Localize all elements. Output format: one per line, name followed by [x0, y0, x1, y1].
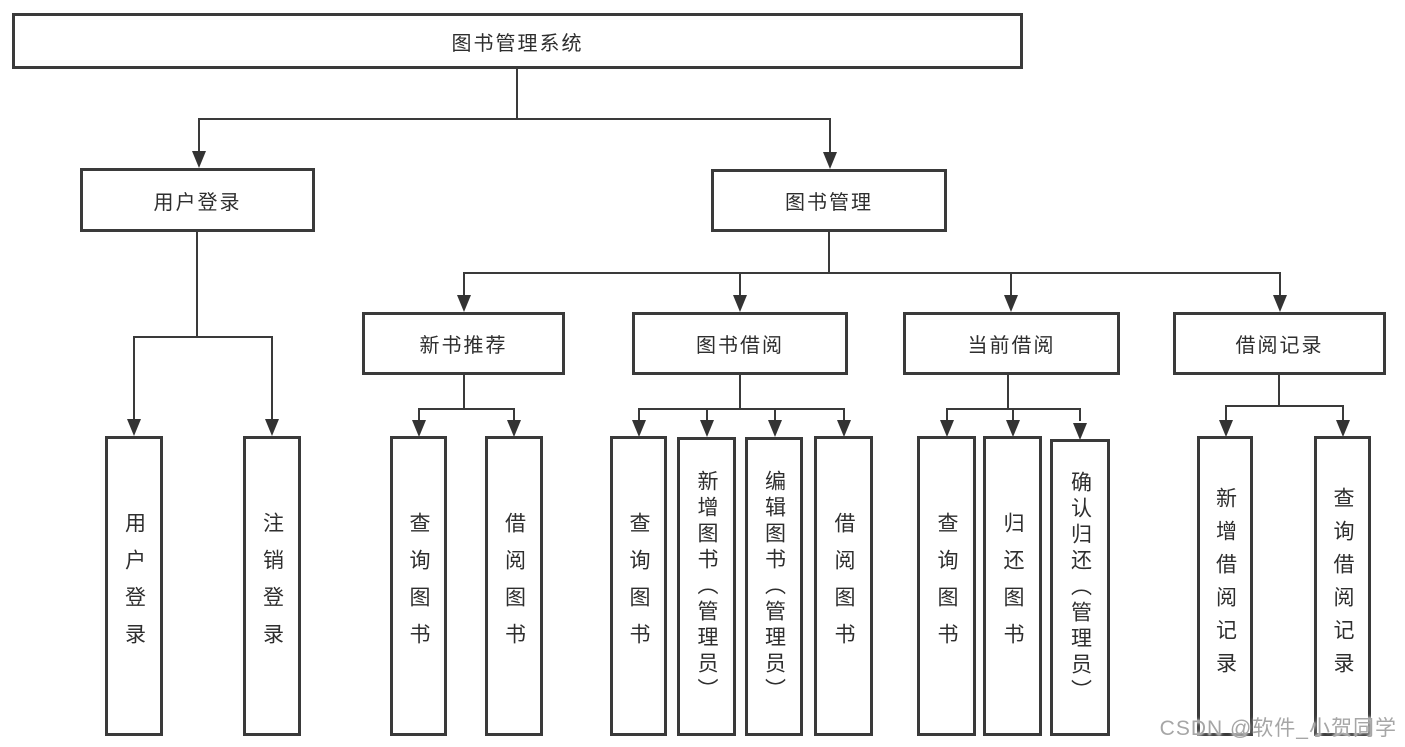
connector-line — [829, 118, 831, 154]
node-label: 查询借阅记录 — [1331, 487, 1354, 685]
node-borrowing-records: 借阅记录 — [1173, 312, 1386, 375]
connector-line — [774, 408, 776, 421]
node-user-login-leaf: 用户登录 — [105, 436, 163, 736]
node-book-borrowing: 图书借阅 — [632, 312, 848, 375]
connector-line — [418, 408, 420, 421]
arrow-down-icon — [457, 295, 471, 312]
node-label: 新增图书（管理员） — [695, 469, 718, 704]
arrow-down-icon — [1073, 423, 1087, 440]
arrow-down-icon — [940, 420, 954, 437]
node-add-book-admin: 新增图书（管理员） — [677, 437, 736, 736]
connector-line — [463, 375, 465, 408]
node-query-books-borrowing: 查询图书 — [610, 436, 667, 736]
arrow-down-icon — [127, 419, 141, 436]
node-label: 图书借阅 — [696, 335, 784, 357]
connector-line — [196, 232, 198, 336]
arrow-down-icon — [1273, 295, 1287, 312]
connector-line — [828, 232, 830, 272]
connector-line — [516, 69, 518, 118]
arrow-down-icon — [192, 151, 206, 168]
connector-line — [739, 375, 741, 408]
arrow-down-icon — [1004, 295, 1018, 312]
connector-line — [513, 408, 515, 421]
connector-line — [463, 272, 465, 296]
connector-line — [1342, 405, 1344, 421]
connector-line — [133, 336, 135, 420]
connector-line — [418, 408, 515, 410]
connector-line — [1079, 408, 1081, 421]
arrow-down-icon — [733, 295, 747, 312]
node-label: 新书推荐 — [419, 335, 508, 357]
arrow-down-icon — [823, 152, 837, 169]
node-label: 编辑图书（管理员） — [762, 469, 786, 704]
connector-line — [706, 408, 708, 421]
node-borrow-books: 借阅图书 — [814, 436, 873, 736]
arrow-down-icon — [507, 420, 521, 437]
connector-line — [946, 408, 948, 421]
node-label: 图书管理系统 — [451, 32, 584, 55]
connector-line — [739, 272, 741, 296]
node-user-login: 用户登录 — [80, 168, 315, 232]
arrow-down-icon — [1006, 420, 1020, 437]
node-query-borrow-record: 查询借阅记录 — [1314, 436, 1371, 736]
connector-line — [198, 118, 831, 120]
node-new-book-recommend: 新书推荐 — [362, 312, 565, 375]
node-edit-book-admin: 编辑图书（管理员） — [745, 437, 803, 736]
connector-line — [1012, 408, 1014, 421]
node-label: 借阅记录 — [1235, 335, 1324, 357]
node-borrow-books-recommend: 借阅图书 — [485, 436, 543, 736]
connector-line — [1278, 375, 1280, 406]
node-library-management-system: 图书管理系统 — [12, 13, 1023, 69]
node-book-management: 图书管理 — [711, 169, 947, 232]
connector-line — [1007, 375, 1009, 408]
node-logout: 注销登录 — [243, 436, 301, 736]
node-label: 图书管理 — [785, 192, 873, 214]
connector-line — [638, 408, 640, 421]
arrow-down-icon — [1336, 420, 1350, 437]
connector-line — [638, 408, 844, 410]
node-current-borrowing: 当前借阅 — [903, 312, 1120, 375]
connector-line — [843, 408, 845, 421]
arrow-down-icon — [768, 420, 782, 437]
node-label: 注销登录 — [260, 512, 284, 660]
node-label: 新增借阅记录 — [1213, 487, 1237, 685]
connector-line — [1225, 405, 1227, 421]
node-confirm-return-admin: 确认归还（管理员） — [1050, 439, 1110, 736]
node-query-books-recommend: 查询图书 — [390, 436, 447, 736]
node-label: 查询图书 — [935, 512, 958, 660]
arrow-down-icon — [632, 420, 646, 437]
arrow-down-icon — [837, 420, 851, 437]
connector-line — [133, 336, 273, 338]
node-label: 用户登录 — [153, 191, 242, 214]
node-return-books: 归还图书 — [983, 436, 1042, 736]
node-label: 当前借阅 — [967, 335, 1056, 357]
node-label: 用户登录 — [122, 512, 146, 660]
connector-line — [463, 272, 1280, 274]
arrow-down-icon — [265, 419, 279, 436]
connector-line — [1279, 272, 1281, 296]
node-label: 归还图书 — [1001, 512, 1024, 660]
connector-line — [271, 336, 273, 420]
connector-line — [1010, 272, 1012, 296]
csdn-watermark: CSDN @软件_小贺同学 — [1159, 717, 1397, 740]
node-label: 确认归还（管理员） — [1068, 470, 1092, 705]
connector-line — [198, 118, 200, 153]
connector-line — [1225, 405, 1343, 407]
node-label: 借阅图书 — [502, 512, 526, 660]
node-label: 查询图书 — [407, 512, 430, 660]
node-add-borrow-record: 新增借阅记录 — [1197, 436, 1253, 736]
node-label: 查询图书 — [627, 512, 650, 660]
node-label: 借阅图书 — [832, 512, 855, 660]
node-query-books-current: 查询图书 — [917, 436, 976, 736]
arrow-down-icon — [700, 420, 714, 437]
arrow-down-icon — [412, 420, 426, 437]
arrow-down-icon — [1219, 420, 1233, 437]
